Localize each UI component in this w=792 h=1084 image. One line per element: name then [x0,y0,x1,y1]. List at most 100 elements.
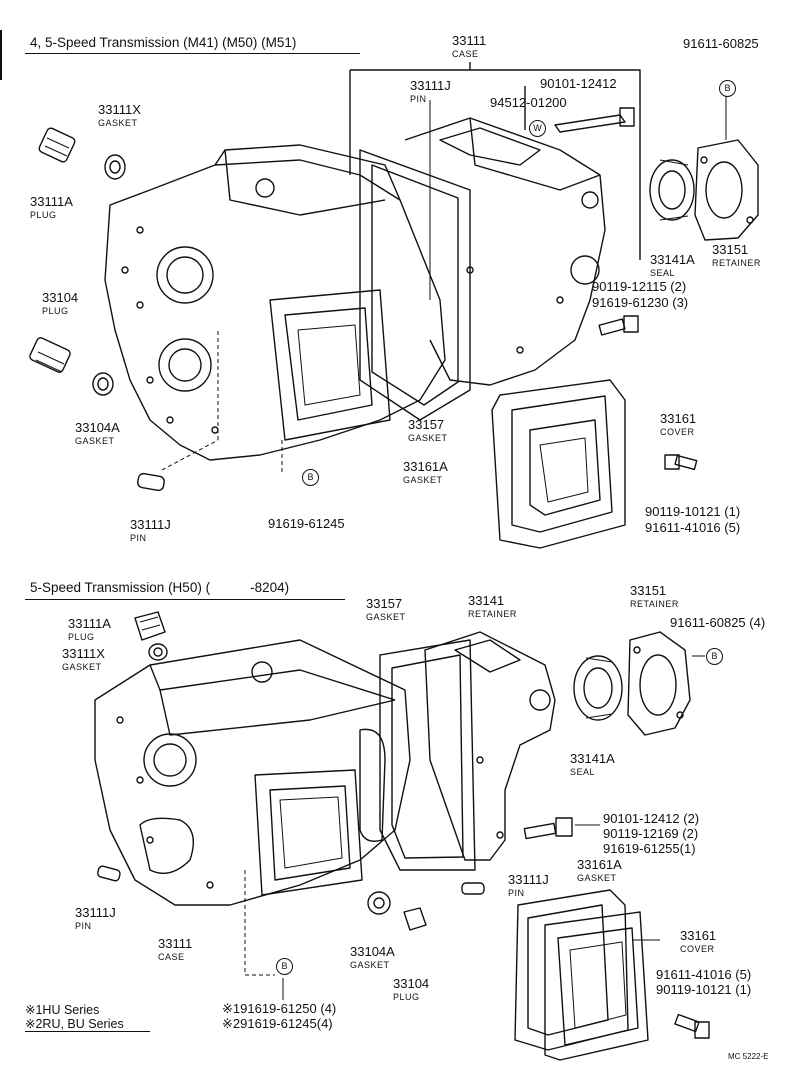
label-91619-61250: ※191619-61250 (4) [222,1001,337,1016]
part-name: RETAINER [712,258,761,268]
label-33104a: 33104A GASKET [75,421,120,448]
top-cover-drawing [491,379,626,549]
part-number: 33111J [130,517,171,532]
label-33111-case-bottom: 33111 CASE [158,937,192,964]
part-number: 33111J [75,905,116,920]
part-name: SEAL [570,767,596,777]
label-91619-61245-bottom: ※291619-61245(4) [222,1016,333,1031]
footnote-2ru-bu: ※2RU, BU Series [25,1017,124,1031]
label-33111a: 33111A PLUG [30,195,73,222]
page-code: MC 5222-E [728,1052,769,1061]
label-94512-01200: 94512-01200 [490,95,567,110]
label-90119-12115: 90119-12115 (2) [592,279,687,294]
part-number: 33141 [468,593,505,608]
part-name: RETAINER [630,599,679,609]
part-number: 33111A [30,194,73,209]
part-number: 33161A [577,857,622,872]
part-name: PIN [508,888,525,898]
label-91619-61230: 91619-61230 (3) [592,295,689,310]
marker-b-top-right: B [719,80,736,97]
bottom-cover-drawing [514,889,649,1061]
label-33104: 33104 PLUG [42,291,78,318]
top-extension-housing-drawing [404,117,606,386]
part-number: 33141A [570,751,615,766]
part-number: 33151 [712,242,749,257]
label-90119-12169: 90119-12169 (2) [603,826,699,841]
part-name: CASE [452,49,479,59]
part-number: 33111A [68,616,111,631]
left-margin-mark [0,30,2,80]
bottom-title-left: 5-Speed Transmission (H50) ( [30,580,211,595]
part-number: 33104A [350,944,395,959]
marker-w: W [529,120,546,137]
part-number: 33161A [403,459,448,474]
label-33141-bottom: 33141 RETAINER [468,594,517,621]
part-number: 33111 [158,936,193,951]
part-name: PIN [410,94,427,104]
part-name: PLUG [30,210,57,220]
part-number: 33104 [393,976,430,991]
top-plug-33111a-drawing [38,127,76,163]
part-number: 33151 [630,583,667,598]
part-name: COVER [680,944,715,954]
label-33151-top: 33151 RETAINER [712,243,761,270]
part-name: GASKET [62,662,102,672]
label-33157-bottom: 33157 GASKET [366,597,406,624]
part-number: 33157 [366,596,403,611]
part-number: 33161 [660,411,697,426]
part-number: 33111J [508,872,549,887]
label-33111j-pin-upper: 33111J PIN [410,79,451,106]
label-90101-12412-bottom: 90101-12412 (2) [603,811,700,826]
marker-b-bottom-right: B [706,648,723,665]
part-name: GASKET [75,436,115,446]
part-name: GASKET [408,433,448,443]
marker-b-bottom-center: B [276,958,293,975]
label-33104-bottom: 33104 PLUG [393,977,429,1004]
label-91611-60825: 91611-60825 [683,36,759,51]
part-name: PIN [130,533,147,543]
part-name: PLUG [42,306,69,316]
footnote-underline [25,1031,150,1032]
bottom-extension-retainer-drawing [424,631,556,861]
part-name: GASKET [98,118,138,128]
label-90101-12412: 90101-12412 [540,76,617,91]
label-33111x: 33111X GASKET [98,103,141,130]
label-33161-top: 33161 COVER [660,412,696,439]
part-name: GASKET [366,612,406,622]
label-90119-10121-bottom: 90119-10121 (1) [656,982,752,997]
label-33161-bottom: 33161 COVER [680,929,716,956]
label-91611-60825-bottom: 91611-60825 (4) [670,615,766,630]
label-33157-top: 33157 GASKET [408,418,448,445]
label-33161a-top: 33161A GASKET [403,460,448,487]
part-name: PIN [75,921,92,931]
part-name: RETAINER [468,609,517,619]
label-33111j-pin-bottom-right: 33111J PIN [508,873,549,900]
label-33111x-bottom: 33111X GASKET [62,647,105,674]
label-33161a-bottom: 33161A GASKET [577,858,622,885]
part-name: CASE [158,952,185,962]
label-33111j-pin-bottom-left: 33111J PIN [75,906,116,933]
part-number: 33157 [408,417,445,432]
part-name: PLUG [393,992,420,1002]
label-33111j-pin-lower: 33111J PIN [130,518,171,545]
part-number: 33111X [62,646,105,661]
part-number: 33104 [42,290,79,305]
part-name: COVER [660,427,695,437]
top-title-underline [25,53,360,54]
part-number: 33161 [680,928,717,943]
top-case-drawing [104,144,446,461]
label-33111-case: 33111 CASE [452,34,486,61]
part-name: GASKET [403,475,443,485]
top-section-title: 4, 5-Speed Transmission (M41) (M50) (M51… [30,35,297,50]
marker-b-top-center: B [302,469,319,486]
label-91611-41016-bottom: 91611-41016 (5) [656,967,752,982]
part-number: 33111 [452,33,487,48]
part-number: 33111J [410,78,451,93]
part-number: 33104A [75,420,120,435]
bottom-title-underline [25,599,345,600]
label-90119-10121-top: 90119-10121 (1) [645,504,741,519]
label-33141a-top: 33141A SEAL [650,253,695,280]
label-33104a-bottom: 33104A GASKET [350,945,395,972]
part-number: 33141A [650,252,695,267]
